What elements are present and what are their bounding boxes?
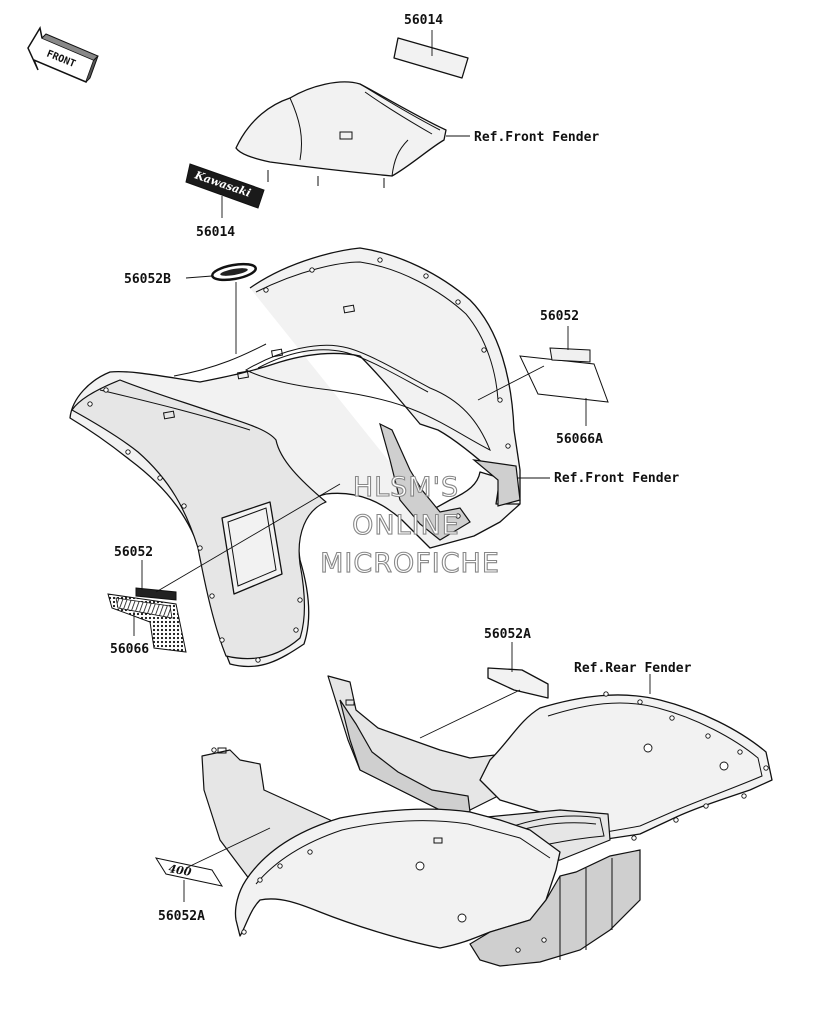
leader-lines-left	[133, 483, 341, 636]
callout-ref-front-fender-1: Ref.Front Fender	[474, 130, 599, 145]
kawasaki-decal: Kawasaki	[185, 163, 265, 209]
leader-lines-right	[477, 326, 587, 479]
model-decal-text: 400	[167, 862, 192, 879]
callout-kawasaki-56014: 56014	[196, 225, 235, 240]
top-decal-56014	[393, 37, 469, 79]
callout-left-56066: 56066	[110, 642, 149, 657]
callout-bottom-56052a: 56052A	[158, 909, 205, 924]
callout-top-56014: 56014	[404, 13, 443, 28]
rear-fender-body	[201, 675, 773, 967]
watermark-line-2: ONLINE	[352, 510, 460, 541]
left-decal-56052	[135, 587, 177, 601]
leader-56052b	[185, 275, 213, 279]
leader-lines-top	[431, 30, 470, 137]
front-fender-body	[69, 247, 521, 668]
watermark: HLSM'S ONLINE MICROFICHE	[320, 471, 500, 579]
watermark-line-1: HLSM'S	[353, 472, 459, 503]
callout-ref-rear-fender: Ref.Rear Fender	[574, 661, 692, 676]
callout-left-56052: 56052	[114, 545, 153, 560]
front-arrow-icon: FRONT	[27, 25, 99, 83]
callout-oval-56052b: 56052B	[124, 272, 171, 287]
callout-right-56066a: 56066A	[556, 432, 603, 447]
front-fender-top-cover	[235, 81, 447, 188]
right-decal-56052	[549, 347, 591, 363]
right-decal-56066a	[519, 355, 609, 403]
callout-right-56052: 56052	[540, 309, 579, 324]
oval-emblem-inner	[220, 268, 248, 276]
callout-rear-56052a: 56052A	[484, 627, 531, 642]
leader-lines-rear	[183, 642, 651, 902]
watermark-line-3: MICROFICHE	[320, 548, 500, 579]
model-decal-56052a: 400	[154, 857, 224, 887]
rear-decal-56052a	[487, 667, 549, 699]
left-decal-56066	[107, 593, 187, 653]
callout-ref-front-fender-2: Ref.Front Fender	[554, 471, 679, 486]
